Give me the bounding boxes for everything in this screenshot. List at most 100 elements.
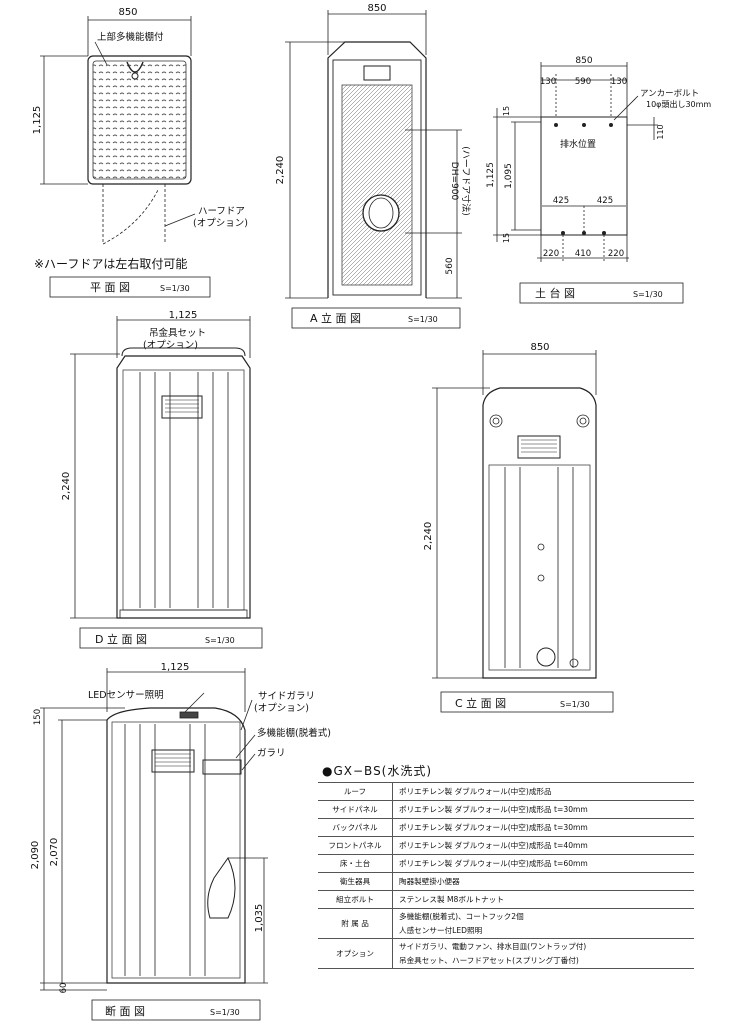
table-row: 組立ボルトステンレス製 M8ボルトナット <box>318 890 694 909</box>
spec-title: ●GX−BS(水洗式) <box>322 764 433 778</box>
elevation-d <box>70 316 263 649</box>
spec-table-block: ●GX−BS(水洗式) ルーフポリエチレン製 ダブルウォール(中空)成形品 サイ… <box>318 762 694 969</box>
section-view <box>40 668 268 1021</box>
base-dim-15-top: 15 <box>502 106 511 116</box>
spec-key: オプション <box>318 938 393 969</box>
section-dim-60: 60 <box>59 983 69 994</box>
plan-caption: 平 面 図 <box>90 281 130 294</box>
section-dim-150: 150 <box>33 709 43 725</box>
elev-a-door-dim: DH=900 <box>449 162 459 201</box>
elev-a-dim-width: 850 <box>367 3 386 14</box>
elev-c-scale: S=1/30 <box>560 700 590 709</box>
elev-c-caption: C 立 面 図 <box>455 696 506 710</box>
elevation-d-labels: 1,125 吊金具セット (オプション) 2,240 D 立 面 図 S=1/3… <box>61 310 235 646</box>
table-row: オプションサイドガラリ、電動ファン、排水目皿(ワントラップ付) 吊金具セット、ハー… <box>318 938 694 969</box>
base-dim-total: 850 <box>575 56 592 66</box>
base-dim-1125: 1,125 <box>486 162 496 188</box>
section-dim-2090: 2,090 <box>30 841 41 870</box>
spec-value: ポリエチレン製 ダブルウォール(中空)成形品 <box>392 782 694 801</box>
spec-value: ポリエチレン製 ダブルウォール(中空)成形品 t=40mm <box>392 836 694 855</box>
base-dim-110: 110 <box>656 124 665 139</box>
spec-key: 附 属 品 <box>318 908 393 939</box>
spec-line: 吊金具セット、ハーフドアセット(スプリング丁番付) <box>399 956 579 965</box>
base-plan-labels: 850 130 590 130 アンカーボルト 10φ頭出し30mm 排水位置 … <box>486 56 711 300</box>
base-anchor-label: アンカーボルト <box>640 89 699 99</box>
plan-dim-depth: 1,125 <box>32 106 43 135</box>
section-dim-width: 1,125 <box>161 662 190 673</box>
elev-d-hanger-option: (オプション) <box>143 340 198 351</box>
plan-door-note-option: (オプション) <box>193 218 248 229</box>
table-row: 衛生器具陶器製壁掛小便器 <box>318 872 694 891</box>
elev-a-dim-height: 2,240 <box>275 156 286 185</box>
elevation-c-labels: 850 2,240 C 立 面 図 S=1/30 <box>423 342 590 710</box>
base-dim-bottom-mid: 410 <box>575 249 591 259</box>
section-led-label: LEDセンサー照明 <box>88 690 164 701</box>
table-row: ルーフポリエチレン製 ダブルウォール(中空)成形品 <box>318 782 694 801</box>
elev-d-caption: D 立 面 図 <box>95 632 147 646</box>
spec-key: バックパネル <box>318 818 393 837</box>
section-side-gallery: サイドガラリ <box>258 691 315 702</box>
elev-d-dim-width: 1,125 <box>169 310 198 321</box>
base-plan <box>493 62 684 304</box>
spec-key: 床・土台 <box>318 854 393 873</box>
table-row: 附 属 品多機能棚(脱着式)、コートフック2個人感センサー付LED照明 <box>318 908 694 939</box>
plan-labels: 850 1,125 上部多機能棚付 ハーフドア (オプション) ※ハーフドアは左… <box>32 7 248 294</box>
base-anchor-spec: 10φ頭出し30mm <box>646 99 711 109</box>
section-side-gallery-option: (オプション) <box>254 703 309 714</box>
plan-door-note: ハーフドア <box>198 206 245 217</box>
spec-line: 多機能棚(脱着式)、コートフック2個 <box>399 912 524 921</box>
elevation-a <box>285 10 462 329</box>
spec-line: 人感センサー付LED照明 <box>399 926 483 935</box>
spec-key: ルーフ <box>318 782 393 801</box>
table-row: フロントパネルポリエチレン製 ダブルウォール(中空)成形品 t=40mm <box>318 836 694 855</box>
base-drain-label: 排水位置 <box>560 138 596 150</box>
elev-a-caption: A 立 面 図 <box>310 311 361 325</box>
spec-value-multiline: サイドガラリ、電動ファン、排水目皿(ワントラップ付) 吊金具セット、ハーフドアセッ… <box>392 938 694 969</box>
elev-a-dim-bottom: 560 <box>445 257 455 274</box>
base-caption: 土 台 図 <box>535 286 575 300</box>
base-dim-425-right: 425 <box>597 196 613 206</box>
section-scale: S=1/30 <box>210 1008 240 1017</box>
plan-shelf-note: 上部多機能棚付 <box>97 31 164 43</box>
table-row: サイドパネルポリエチレン製 ダブルウォール(中空)成形品 t=30mm <box>318 800 694 819</box>
spec-value: ステンレス製 M8ボルトナット <box>392 890 694 909</box>
base-dim-top-left: 130 <box>540 77 556 87</box>
table-row: バックパネルポリエチレン製 ダブルウォール(中空)成形品 t=30mm <box>318 818 694 837</box>
section-dim-1035: 1,035 <box>254 904 265 933</box>
table-row: 床・土台ポリエチレン製 ダブルウォール(中空)成形品 t=60mm <box>318 854 694 873</box>
spec-key: サイドパネル <box>318 800 393 819</box>
plan-view <box>40 16 211 298</box>
elevation-c <box>432 350 614 713</box>
spec-key: 衛生器具 <box>318 872 393 891</box>
spec-key: フロントパネル <box>318 836 393 855</box>
base-dim-425-left: 425 <box>553 196 569 206</box>
base-dim-top-right: 130 <box>611 77 627 87</box>
elev-c-dim-height: 2,240 <box>423 522 434 551</box>
elev-a-door-note: (ハーフドア寸法) <box>460 146 472 215</box>
base-dim-1095: 1,095 <box>504 163 514 189</box>
section-dim-2070: 2,070 <box>49 838 60 867</box>
base-dim-bottom-left: 220 <box>543 249 559 259</box>
elev-d-dim-height: 2,240 <box>61 472 72 501</box>
spec-value: ポリエチレン製 ダブルウォール(中空)成形品 t=30mm <box>392 818 694 837</box>
spec-key: 組立ボルト <box>318 890 393 909</box>
plan-note: ※ハーフドアは左右取付可能 <box>34 256 187 271</box>
section-gallery-label: ガラリ <box>257 748 286 759</box>
elev-a-scale: S=1/30 <box>408 315 438 324</box>
base-dim-bottom-right: 220 <box>608 249 624 259</box>
elev-d-scale: S=1/30 <box>205 636 235 645</box>
base-scale: S=1/30 <box>633 290 663 299</box>
base-dim-15-bottom: 15 <box>502 233 511 243</box>
base-dim-top-mid: 590 <box>575 77 591 87</box>
plan-dim-width: 850 <box>118 7 137 18</box>
elev-c-dim-width: 850 <box>530 342 549 353</box>
spec-line: サイドガラリ、電動ファン、排水目皿(ワントラップ付) <box>399 942 587 951</box>
elev-d-hanger-label: 吊金具セット <box>149 327 206 339</box>
spec-table: ルーフポリエチレン製 ダブルウォール(中空)成形品 サイドパネルポリエチレン製 … <box>318 782 694 969</box>
spec-value: ポリエチレン製 ダブルウォール(中空)成形品 t=60mm <box>392 854 694 873</box>
spec-value: ポリエチレン製 ダブルウォール(中空)成形品 t=30mm <box>392 800 694 819</box>
section-caption: 断 面 図 <box>105 1004 145 1018</box>
plan-scale: S=1/30 <box>160 284 190 293</box>
section-labels: 1,125 LEDセンサー照明 サイドガラリ (オプション) 多機能棚(脱着式)… <box>30 662 331 1018</box>
